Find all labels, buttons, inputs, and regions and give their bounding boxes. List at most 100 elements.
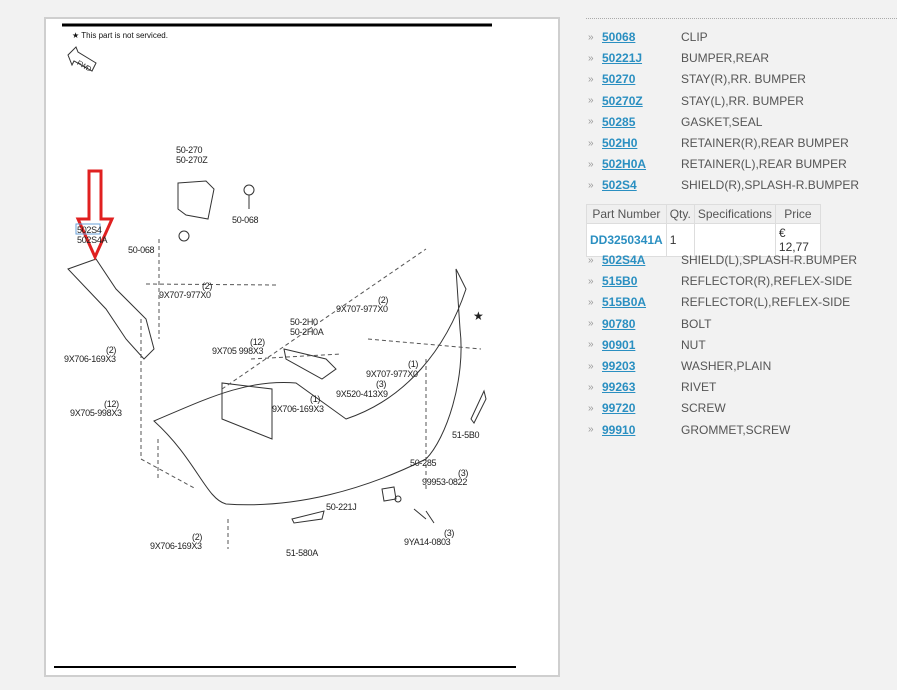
parts-diagram: ★ This part is not serviced. FWD 50-270 … xyxy=(44,17,560,677)
qty-label: (3) xyxy=(376,379,387,389)
callout[interactable]: 50-2H0 xyxy=(290,317,318,327)
part-description: STAY(R),RR. BUMPER xyxy=(681,72,806,87)
double-chevron-icon: » xyxy=(588,360,594,372)
part-description: STAY(L),RR. BUMPER xyxy=(681,93,804,108)
part-description: BOLT xyxy=(681,316,712,331)
part-code-link[interactable]: 502H0A xyxy=(602,157,647,172)
callout[interactable]: 51-580A xyxy=(286,548,318,558)
qty-label: (2) xyxy=(378,295,389,305)
not-serviced-note: ★ This part is not serviced. xyxy=(72,31,168,40)
part-code-link[interactable]: 99263 xyxy=(602,380,636,395)
qty-label: (3) xyxy=(458,468,469,478)
callout[interactable]: 50-068 xyxy=(232,215,259,225)
double-chevron-icon: » xyxy=(588,73,594,85)
part-code-link[interactable]: 90901 xyxy=(602,337,636,352)
list-item: » 90780 BOLT xyxy=(588,315,711,333)
star-icon: ★ xyxy=(473,309,484,323)
part-code-link[interactable]: 50068 xyxy=(602,30,636,44)
callout[interactable]: 9X706-169X3 xyxy=(64,354,116,364)
callout[interactable]: 9X706-169X3 xyxy=(272,404,324,414)
part-number-cell[interactable]: DD3250341A xyxy=(586,223,667,257)
double-chevron-icon: » xyxy=(588,402,594,414)
part-code-link[interactable]: 99910 xyxy=(602,422,636,437)
part-code-link[interactable]: 99720 xyxy=(602,401,636,416)
part-description: GASKET,SEAL xyxy=(681,114,763,129)
callout[interactable]: 50-270 xyxy=(176,145,203,155)
callout[interactable]: 50-2H0A xyxy=(290,327,324,337)
specifications-cell xyxy=(693,223,776,257)
part-code-link[interactable]: 50270 xyxy=(602,72,636,87)
double-chevron-icon: » xyxy=(588,95,594,107)
double-chevron-icon: » xyxy=(588,318,594,330)
part-code-link[interactable]: 515B0A xyxy=(602,295,647,310)
double-chevron-icon: » xyxy=(588,381,594,393)
callout[interactable]: 99953-0822 xyxy=(422,477,468,487)
double-chevron-icon: » xyxy=(588,275,594,287)
col-qty: Qty. xyxy=(665,204,695,224)
part-code-link[interactable]: 515B0 xyxy=(602,274,638,289)
part-code-link[interactable]: 502S4 xyxy=(602,178,637,193)
list-item: » 99203 WASHER,PLAIN xyxy=(588,357,771,375)
callout[interactable]: 9X707-977X0 xyxy=(366,369,418,379)
bumper-drawing xyxy=(54,23,516,668)
double-chevron-icon: » xyxy=(588,158,594,170)
part-code-link[interactable]: 502S4A xyxy=(602,253,646,267)
callout[interactable]: 50-270Z xyxy=(176,155,208,165)
qty-label: (1) xyxy=(408,359,419,369)
part-description: NUT xyxy=(681,337,706,352)
callout[interactable]: 502S4 xyxy=(77,225,102,235)
callout[interactable]: 502S4A xyxy=(77,235,108,245)
col-part-number: Part Number xyxy=(586,204,667,224)
part-code-link[interactable]: 502H0 xyxy=(602,136,638,150)
qty-label: (2) xyxy=(192,532,203,542)
part-description: REFLECTOR(R),REFLEX-SIDE xyxy=(681,274,853,289)
list-item: » 515B0 REFLECTOR(R),REFLEX-SIDE xyxy=(588,272,852,290)
qty-label: (2) xyxy=(106,345,117,355)
list-item: » 502H0A RETAINER(L),REAR BUMPER xyxy=(588,155,847,173)
price-cell: € 12,77 xyxy=(774,223,821,257)
callout[interactable]: 9X520-413X9 xyxy=(336,389,388,399)
callout[interactable]: 50-068 xyxy=(128,245,155,255)
part-code-link[interactable]: 90780 xyxy=(602,316,636,331)
part-description: WASHER,PLAIN xyxy=(681,359,772,373)
qty-label: (12) xyxy=(104,399,119,409)
callout[interactable]: 51-5B0 xyxy=(452,430,480,440)
part-code-link[interactable]: 99203 xyxy=(602,359,636,373)
callout[interactable]: 9X705-998X3 xyxy=(70,408,122,418)
part-description: GROMMET,SCREW xyxy=(681,422,791,437)
callout[interactable]: 9X705 998X3 xyxy=(212,346,264,356)
part-code-link[interactable]: 50285 xyxy=(602,114,636,129)
double-chevron-icon: » xyxy=(588,52,594,64)
highlight-arrow xyxy=(75,169,115,261)
part-description: RETAINER(L),REAR BUMPER xyxy=(681,157,847,172)
qty-cell: 1 xyxy=(665,223,695,257)
callout[interactable]: 9X707-977X0 xyxy=(159,290,211,300)
part-detail-table: Part Number Qty. Specifications Price DD… xyxy=(586,204,821,257)
callout[interactable]: 50-285 xyxy=(410,458,437,468)
part-code-link[interactable]: 50221J xyxy=(602,51,643,66)
part-description: SHIELD(R),SPLASH-R.BUMPER xyxy=(681,178,860,193)
part-description: SHIELD(L),SPLASH-R.BUMPER xyxy=(681,253,858,267)
list-item: » 50270 STAY(R),RR. BUMPER xyxy=(588,70,806,88)
callout[interactable]: 9YA14-0803 xyxy=(404,537,451,547)
table-row: DD3250341A 1 € 12,77 xyxy=(586,223,821,257)
double-chevron-icon: » xyxy=(588,31,594,43)
double-chevron-icon: » xyxy=(588,424,594,436)
callout[interactable]: 9X707-977X0 xyxy=(336,304,388,314)
part-description: REFLECTOR(L),REFLEX-SIDE xyxy=(681,295,851,310)
part-description: BUMPER,REAR xyxy=(681,51,770,66)
callout[interactable]: 50-221J xyxy=(326,502,357,512)
qty-label: (2) xyxy=(202,281,213,291)
col-price: Price xyxy=(774,204,821,224)
part-code-link[interactable]: 50270Z xyxy=(602,93,643,108)
qty-label: (12) xyxy=(250,337,265,347)
callout[interactable]: 9X706-169X3 xyxy=(150,541,202,551)
hotspot-502S4[interactable] xyxy=(75,223,101,235)
